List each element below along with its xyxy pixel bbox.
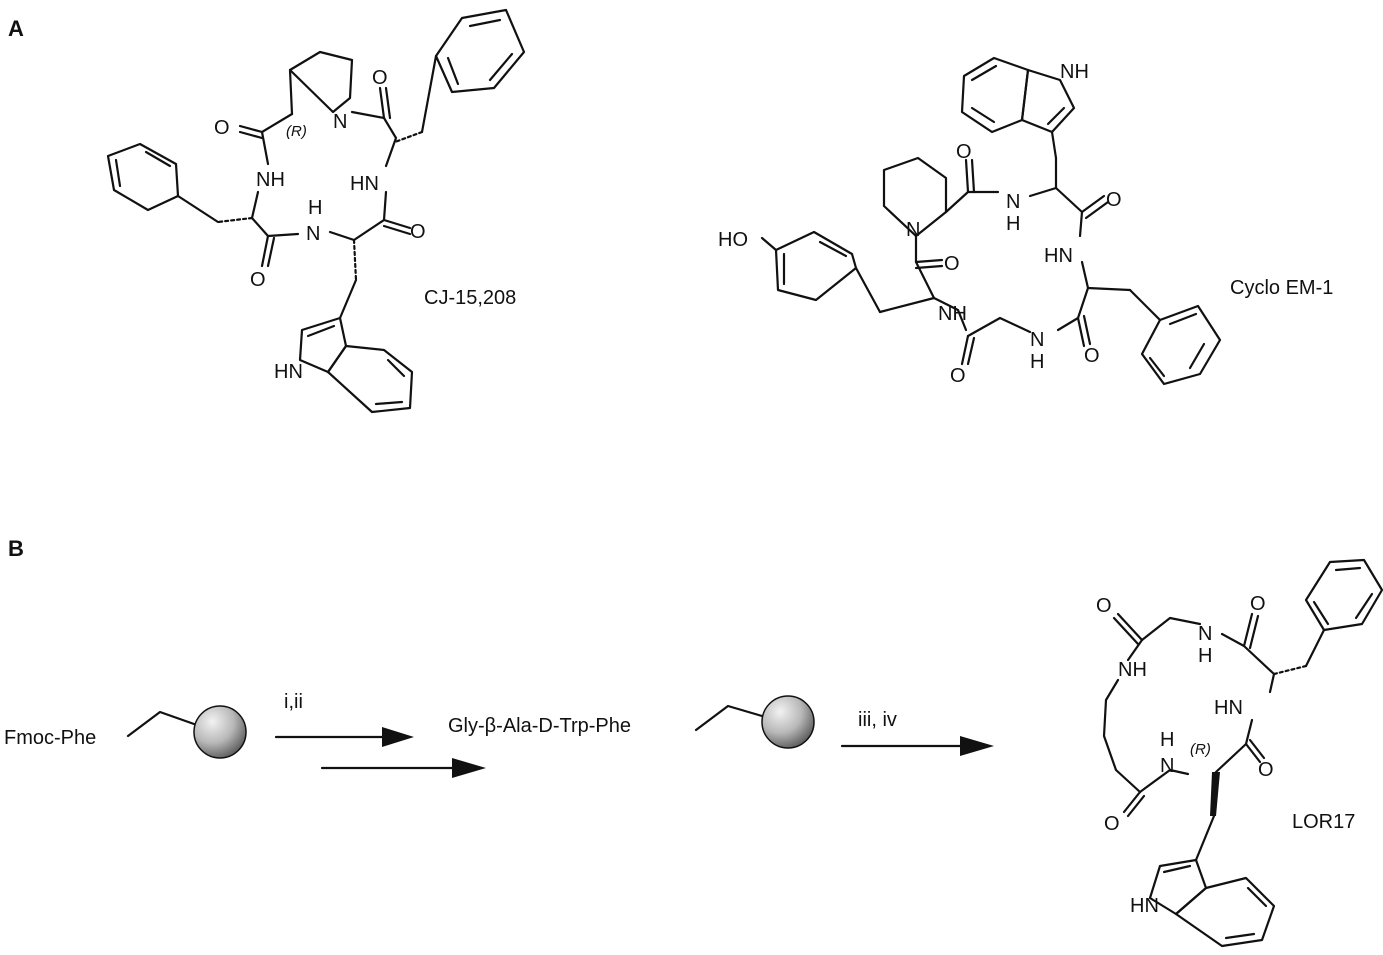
em-h-1: H — [1006, 213, 1020, 235]
cj-compound-name: CJ-15,208 — [424, 287, 516, 309]
em-o2: O — [1106, 189, 1122, 211]
arrow-step-1a-head — [382, 727, 414, 747]
lor-n-4: N — [1160, 755, 1174, 777]
cj-indole-pyrrole — [298, 316, 348, 374]
lor-h-4: H — [1160, 729, 1174, 751]
molecule-cj-15-208: O O O O N NH HN H N HN (R) CJ-15,208 — [106, 8, 526, 414]
em-o5: O — [950, 365, 966, 387]
em-nh-3: NH — [938, 303, 967, 325]
em-hn-2: HN — [1044, 245, 1073, 267]
resin-bead-1 — [193, 705, 247, 759]
em-indole-benzene — [960, 56, 1030, 134]
panel-label-a: A — [8, 16, 24, 41]
cj-nh-1: NH — [256, 169, 285, 191]
em-ho: HO — [718, 229, 748, 251]
arrow-step-2-head — [960, 736, 994, 756]
cj-phenyl-right — [434, 8, 526, 94]
cj-n-proline: N — [333, 111, 347, 133]
molecule-cyclo-em-1: NH HO N O O O O O N H HN NH N H Cyclo EM… — [718, 56, 1333, 387]
em-n-proline: N — [906, 219, 920, 241]
em-phe-phenyl — [1140, 304, 1222, 386]
lor-n-1: N — [1198, 623, 1212, 645]
scheme-start-material: Fmoc-Phe — [4, 727, 96, 749]
molecule-lor17: O O O O N H NH HN H N HN (R) LOR17 — [1096, 558, 1383, 948]
scheme-intermediate: Gly-β-Ala-D-Trp-Phe — [448, 715, 631, 737]
panel-label-b: B — [8, 536, 24, 561]
lor-o2: O — [1250, 593, 1266, 615]
em-pyrrolidine — [882, 156, 948, 238]
em-nh-indole: NH — [1060, 61, 1089, 83]
lor-phenyl — [1304, 558, 1383, 632]
lor-indole-pyrrole — [1148, 858, 1208, 916]
cj-o4: O — [250, 269, 266, 291]
lor-compound-name: LOR17 — [1292, 811, 1355, 833]
cj-o1: O — [214, 117, 230, 139]
cj-hn-2: HN — [350, 173, 379, 195]
lor-o1: O — [1096, 595, 1112, 617]
lor-wedge-bond — [1210, 772, 1220, 816]
lor-hn-3: HN — [1214, 697, 1243, 719]
cj-indole-benzene — [326, 344, 414, 414]
em-compound-name: Cyclo EM-1 — [1230, 277, 1333, 299]
cj-phenyl-left — [106, 142, 180, 212]
em-n-4: N — [1030, 329, 1044, 351]
lor-hn-indole: HN — [1130, 895, 1159, 917]
cj-pyrrolidine — [288, 50, 354, 114]
em-h-4: H — [1030, 351, 1044, 373]
em-tyrosine-phenyl — [774, 230, 858, 302]
cj-o3: O — [410, 221, 426, 243]
em-o3: O — [944, 253, 960, 275]
em-o4: O — [1084, 345, 1100, 367]
lor-o4: O — [1104, 813, 1120, 835]
lor-nh-2: NH — [1118, 659, 1147, 681]
cj-stereo-label: (R) — [286, 123, 307, 140]
lor-indole-benzene — [1174, 876, 1276, 948]
resin-bead-2 — [761, 695, 815, 749]
em-o1: O — [956, 141, 972, 163]
cj-o2: O — [372, 67, 388, 89]
cj-h-3: H — [308, 197, 322, 219]
lor-stereo-label: (R) — [1190, 741, 1211, 758]
step-1-reagents: i,ii — [284, 691, 303, 713]
cj-n-3: N — [306, 223, 320, 245]
lor-h-1: H — [1198, 645, 1212, 667]
em-n-1: N — [1006, 191, 1020, 213]
lor-o3: O — [1258, 759, 1274, 781]
cj-hn-indole: HN — [274, 361, 303, 383]
arrow-step-1b-head — [452, 758, 486, 778]
synthesis-scheme: Fmoc-Phe i,ii Gly-β-Ala-D-Trp-Phe iii, i… — [4, 691, 994, 778]
step-2-reagents: iii, iv — [858, 709, 897, 731]
